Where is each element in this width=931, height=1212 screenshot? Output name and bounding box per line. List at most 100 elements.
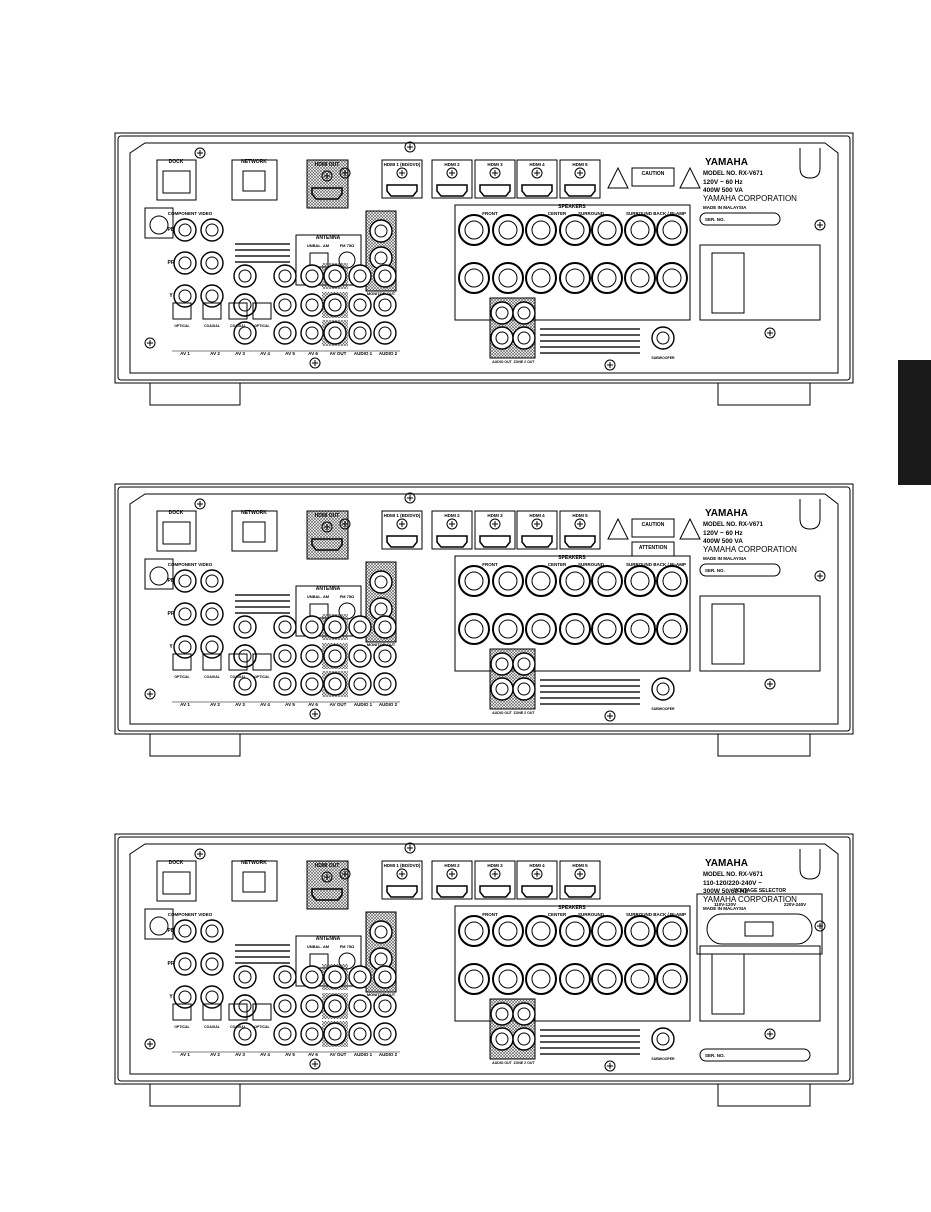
hdmi-input-box (431, 510, 473, 550)
binding-post-inner (597, 220, 617, 240)
rca-jack-icon (348, 615, 372, 639)
screw-icon (144, 688, 156, 700)
rear-panel-plate (129, 493, 839, 725)
hdmi-port-icon (311, 538, 343, 551)
rca-jack-inner (278, 620, 292, 634)
terminal-block-box (699, 244, 821, 321)
rating-line: 300W 50/60 Hz (703, 888, 749, 895)
screw-cross (342, 521, 348, 527)
binding-post-inner (565, 220, 585, 240)
rca-jack-icon (373, 321, 397, 345)
yamaha-brand: YAMAHA (705, 858, 748, 869)
rca-jack-inner (517, 306, 531, 320)
rca-jack-inner (378, 620, 392, 634)
binding-post-inner (662, 220, 682, 240)
rca-jack-icon (273, 994, 297, 1018)
binding-post-icon (492, 613, 524, 645)
rca-jack-icon (200, 251, 224, 275)
voltage-selector-label: VOLTAGE SELECTOR (734, 888, 786, 894)
antenna-am-label: UNBAL. AM (307, 944, 330, 949)
screw-cross (492, 521, 498, 527)
screw-icon (309, 708, 321, 720)
screw-cross (147, 340, 153, 346)
rca-jack-icon (512, 1002, 536, 1026)
rca-jack-inner (305, 298, 319, 312)
binding-post-icon (624, 963, 656, 995)
network-label: NETWORK (241, 510, 267, 516)
rca-jack-inner (517, 682, 531, 696)
fine-print-line (235, 606, 290, 608)
binding-post-icon (525, 214, 557, 246)
fine-print-line (235, 612, 290, 614)
hdmi-out-label: HDMI OUT (315, 863, 340, 869)
rca-jack-inner (374, 251, 388, 265)
binding-post-inner (498, 921, 518, 941)
binding-post-icon (559, 214, 591, 246)
rca-jack-icon (651, 677, 675, 701)
screw-icon (814, 570, 826, 582)
screw-cross (767, 1031, 773, 1037)
selector-plate (706, 913, 813, 945)
hdmi-port-icon (436, 885, 468, 898)
binding-post-icon (559, 963, 591, 995)
rca-jack-icon (173, 602, 197, 626)
dock-connector-icon (162, 871, 191, 895)
rca-jack-icon (300, 965, 324, 989)
yamaha-brand: YAMAHA (705, 157, 748, 168)
binding-post-icon (591, 915, 623, 947)
rca-jack-inner (378, 677, 392, 691)
rca-jack-icon (490, 1027, 514, 1051)
rca-jack-icon (651, 1027, 675, 1051)
input-group-label: AV 6 (308, 351, 318, 356)
rca-jack-inner (353, 677, 367, 691)
binding-post-icon (458, 214, 490, 246)
chassis-inner (117, 486, 851, 732)
rca-jack-icon (233, 293, 257, 317)
rca-jack-inner (238, 1027, 252, 1041)
screw-cross (534, 521, 540, 527)
binding-post-icon (525, 565, 557, 597)
binding-post-icon (591, 613, 623, 645)
dock-connector-icon (162, 170, 191, 194)
rca-jack-icon (348, 994, 372, 1018)
hdmi-input-box (516, 860, 558, 900)
binding-post-inner (464, 619, 484, 639)
hdmi-out-box (306, 510, 349, 560)
made-in-label: MADE IN MALAYSIA (703, 906, 747, 911)
optical-port-icon (202, 653, 222, 671)
hdmi-input-box (474, 510, 516, 550)
screw-cross (407, 845, 413, 851)
hdmi-port-icon (479, 535, 511, 548)
dock-box (156, 510, 197, 552)
rca-jack-icon (373, 994, 397, 1018)
rating-line: 120V ~ 60 Hz (703, 179, 743, 186)
zone-label: AUDIO OUT (492, 711, 513, 715)
rating-line: 120V ~ 60 Hz (703, 530, 743, 537)
screw-icon (604, 1060, 616, 1072)
binding-post-inner (531, 969, 551, 989)
hdmi-input-box (431, 860, 473, 900)
screw-icon (396, 868, 408, 880)
rca-jack-icon (300, 644, 324, 668)
corporation-label: YAMAHA CORPORATION (703, 895, 797, 904)
rca-jack-inner (205, 289, 219, 303)
rca-jack-inner (374, 575, 388, 589)
screw-icon (404, 842, 416, 854)
rca-jack-inner (278, 269, 292, 283)
rca-jack-icon (323, 965, 347, 989)
warning-triangle-icon (607, 166, 701, 189)
network-box (231, 860, 278, 902)
warning-triangle-icon (607, 517, 701, 540)
made-in-label: MADE IN MALAYSIA (703, 205, 747, 210)
fine-print-line (235, 243, 290, 245)
dock-connector-icon (162, 521, 191, 545)
binding-post-inner (630, 969, 650, 989)
input-group-label: AUDIO 2 (379, 1052, 398, 1057)
rca-jack-inner (238, 298, 252, 312)
coaxial-label: COAXIAL (230, 324, 247, 328)
fine-print-line (540, 352, 640, 354)
rca-jack-icon (369, 219, 393, 243)
rca-jack-inner (305, 620, 319, 634)
rca-jack-icon (323, 672, 347, 696)
binding-post-inner (464, 220, 484, 240)
